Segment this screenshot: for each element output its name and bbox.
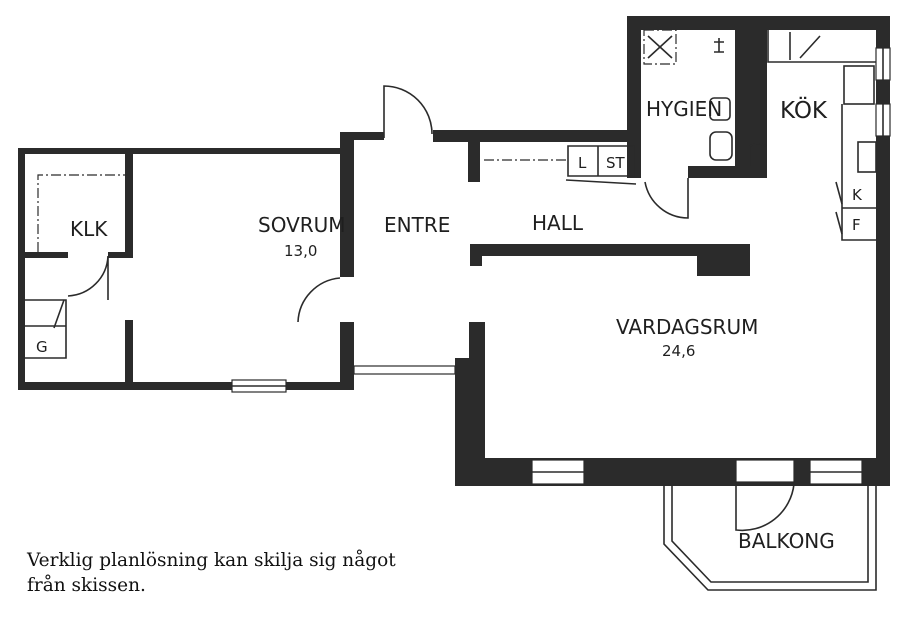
room-label-vardagsrum: VARDAGSRUM [616, 315, 758, 339]
fixture-label-st: ST [606, 154, 626, 172]
balcony-outline [663, 486, 877, 591]
fixture-label-f: F [852, 216, 861, 234]
room-area-sovrum: 13,0 [284, 242, 317, 260]
room-label-hygien: HYGIEN [646, 97, 722, 121]
walls [18, 16, 890, 486]
room-label-entre: ENTRE [384, 213, 450, 237]
kitchen-fixtures [767, 30, 877, 241]
room-area-vardagsrum: 24,6 [662, 342, 695, 360]
room-label-hall: HALL [532, 211, 584, 235]
disclaimer-line-2: från skissen. [27, 575, 146, 596]
room-label-klk: KLK [70, 217, 108, 241]
fixture-lines [23, 145, 637, 359]
bathroom-fixtures [643, 29, 767, 166]
windows [231, 47, 891, 485]
disclaimer-line-1: Verklig planlösning kan skilja sig något [27, 550, 396, 571]
fixture-label-l: L [578, 154, 587, 172]
doors [67, 85, 795, 532]
room-label-sovrum: SOVRUM [258, 213, 346, 237]
disclaimer-note: Verklig planlösning kan skilja sig något… [27, 548, 447, 598]
room-label-kok: KÖK [780, 96, 828, 124]
fixture-label-k: K [852, 186, 863, 204]
room-label-balkong: BALKONG [738, 529, 835, 553]
fixture-label-g: G [36, 338, 48, 356]
